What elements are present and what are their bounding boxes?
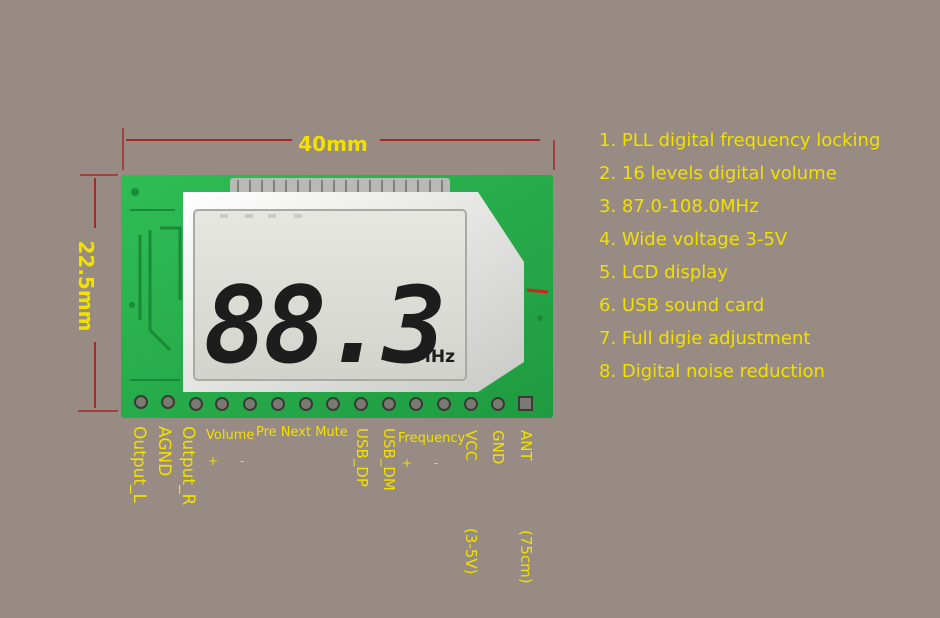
pin-label-usb-dp: USB_DP — [352, 428, 371, 487]
feature-list: 1. PLL digital frequency locking 2. 16 l… — [599, 124, 880, 388]
feature-item: 4. Wide voltage 3-5V — [599, 229, 788, 250]
pin-label-frequency: Frequency — [398, 431, 465, 446]
pin-label-usb-dm: USB_DM — [379, 428, 398, 491]
lcd-connector-strip — [230, 178, 450, 194]
pin-pad — [326, 397, 340, 411]
via — [537, 315, 543, 321]
width-dimension: 40mm — [122, 128, 555, 170]
pin-pad — [161, 395, 175, 409]
feature-item: 6. USB sound card — [599, 295, 765, 316]
pin-pad — [299, 397, 313, 411]
pcb-trace-group-left — [138, 226, 182, 352]
pin-label-volume-plus: + — [208, 454, 218, 468]
feature-item: 7. Full digie adjustment — [599, 328, 811, 349]
feature-item: 1. PLL digital frequency locking — [599, 130, 881, 151]
pin-pad — [134, 395, 148, 409]
pin-label-volume-minus: - — [240, 454, 244, 468]
via — [131, 188, 139, 196]
feature-item: 2. 16 levels digital volume — [599, 163, 837, 184]
feature-item: 3. 87.0-108.0MHz — [599, 196, 759, 217]
pin-pad — [189, 397, 203, 411]
antenna-wire — [526, 288, 549, 294]
lcd-assembly: 88.3 MHz — [183, 178, 524, 392]
pin-label-ant: ANT — [517, 430, 535, 461]
pin-label-output-l: Output_L — [129, 426, 149, 504]
pin-label-freq-plus: + — [402, 456, 412, 470]
pin-pad — [243, 397, 257, 411]
pcb-trace-group-edge — [130, 209, 180, 381]
pin-label-vcc-range: (3-5V) — [462, 528, 480, 574]
via — [129, 302, 135, 308]
pin-label-output-r: Output_R — [178, 426, 198, 506]
pin-label-agnd: AGND — [154, 426, 174, 476]
pin-pad-square — [518, 396, 533, 411]
pin-label-vcc: VCC — [462, 430, 480, 461]
lcd-ghost-segments — [220, 214, 302, 218]
pin-pad — [409, 397, 423, 411]
pin-pad — [464, 397, 478, 411]
pin-label-gnd: GND — [489, 430, 507, 464]
lcd-unit-label: MHz — [414, 347, 455, 367]
width-label: 40mm — [298, 132, 368, 156]
pin-pad — [382, 397, 396, 411]
pin-label-ant-length: (75cm) — [517, 530, 535, 584]
lcd-connector-pins — [237, 180, 443, 192]
pin-pad — [271, 397, 285, 411]
pin-label-freq-minus: - — [434, 456, 438, 470]
pin-header — [134, 395, 533, 411]
height-label: 22.5mm — [74, 240, 98, 331]
pin-pad — [215, 397, 229, 411]
height-dimension: 22.5mm — [74, 174, 118, 412]
feature-item: 5. LCD display — [599, 262, 728, 283]
feature-item: 8. Digital noise reduction — [599, 361, 825, 382]
pin-pad — [491, 397, 505, 411]
lcd-screen — [193, 209, 467, 381]
pin-labels: Output_L AGND Output_R Volume + - Pre Ne… — [129, 425, 535, 584]
pin-label-pre-next-mute: Pre Next Mute — [256, 425, 348, 440]
lcd-frequency-reading: 88.3 — [203, 264, 442, 387]
pin-pad — [437, 397, 451, 411]
pin-label-volume: Volume — [206, 428, 254, 443]
pin-pad — [354, 397, 368, 411]
